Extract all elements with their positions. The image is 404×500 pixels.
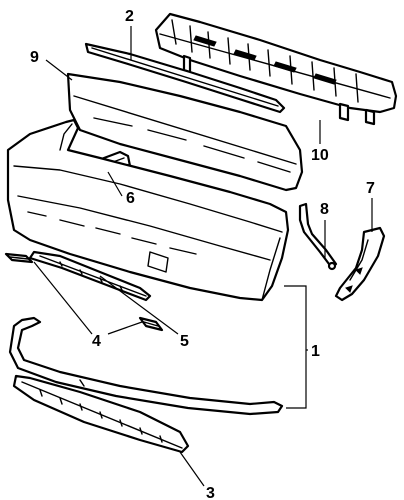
part-stay-rod [298,202,338,271]
callout-2: 2 [125,8,134,25]
part-upper-molding [84,42,286,114]
leader-lines [33,26,373,487]
callout-6: 6 [126,190,135,207]
callout-8: 8 [320,201,329,218]
callout-1: 1 [311,343,320,360]
part-side-bracket [334,226,386,302]
callout-4: 4 [92,333,101,350]
part-lower-valance [12,374,190,454]
part-upper-panel [66,72,304,192]
callout-3: 3 [206,485,215,500]
part-lower-molding [8,316,284,416]
callouts: 2 9 10 6 8 7 1 4 5 3 [30,8,375,500]
part-lower-spoiler [28,250,152,302]
part-pad-right [138,316,164,332]
part-bumper-face-bar [6,118,290,302]
callout-7: 7 [366,180,375,197]
callout-5: 5 [180,333,189,350]
part-impact-absorber [154,12,398,126]
part-pad-left [4,252,34,264]
callout-10: 10 [311,147,329,164]
callout-9: 9 [30,49,39,66]
